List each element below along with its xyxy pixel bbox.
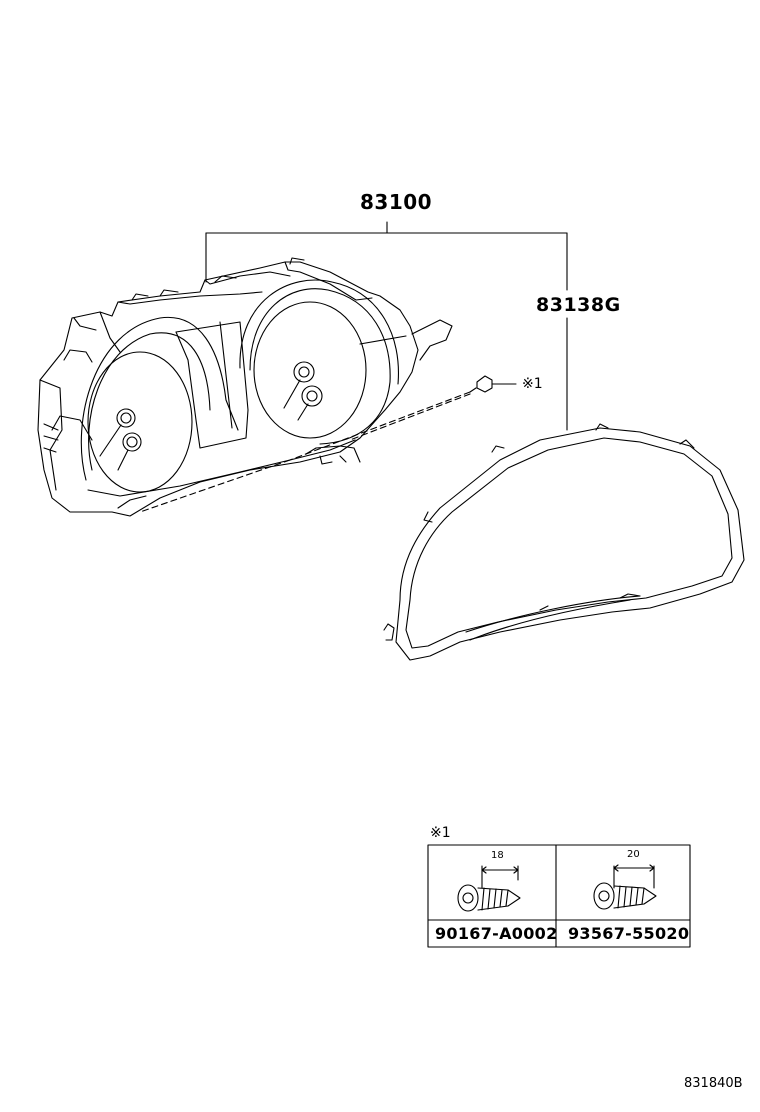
leader-83100 — [205, 221, 568, 431]
part-number-83138g: 83138G — [536, 294, 621, 316]
screw-1-length: 18 — [491, 850, 504, 861]
screw-2-length: 20 — [627, 849, 640, 860]
screw-93567 — [593, 864, 657, 910]
note-table — [427, 844, 691, 948]
screw-90167 — [457, 865, 521, 912]
screw-1-part-number: 90167-A0002 — [435, 924, 558, 943]
screw-symbol — [469, 375, 517, 393]
note-reference-mark: ※1 — [430, 825, 451, 841]
meter-lens — [383, 423, 745, 661]
drawing-number: 831840B — [684, 1076, 743, 1091]
combination-meter-assembly — [37, 257, 453, 517]
part-number-83100: 83100 — [360, 190, 433, 214]
screw-2-part-number: 93567-55020 — [568, 924, 690, 943]
assembly-dashes — [139, 391, 471, 513]
screw-reference-mark: ※1 — [522, 376, 543, 392]
